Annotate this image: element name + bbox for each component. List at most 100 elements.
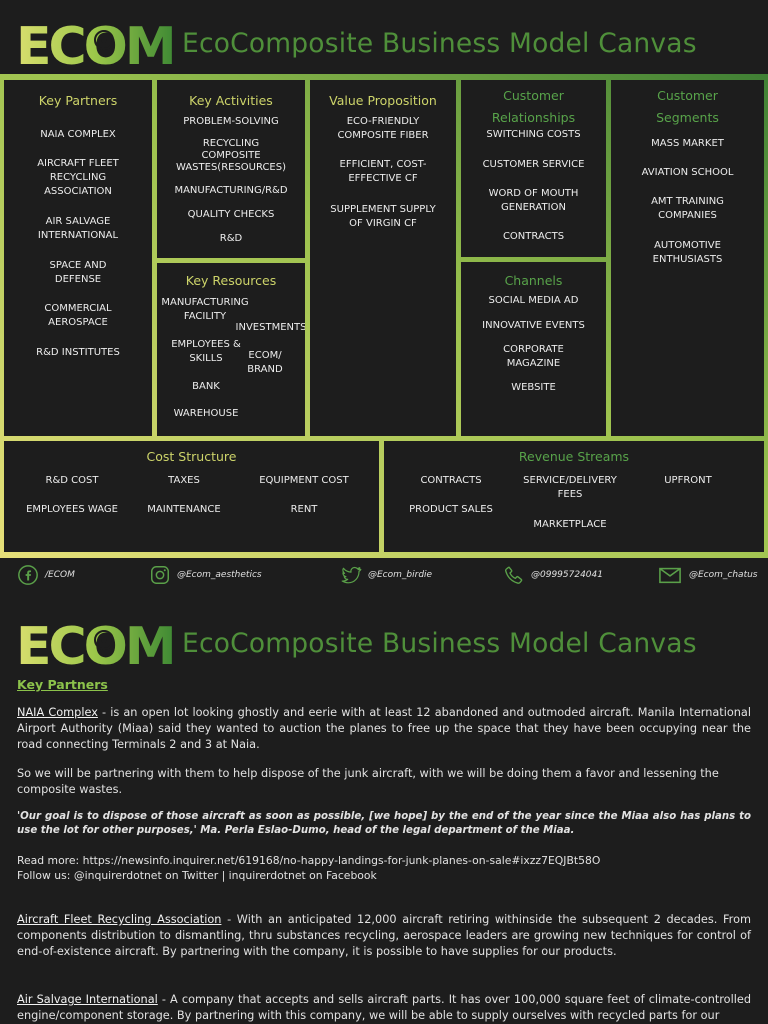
list-item: EMPLOYEES & SKILLS [171,339,241,364]
value-proposition-box: Value Proposition ECO-FRIENDLY COMPOSITE… [310,80,456,436]
list-item: MAINTENANCE [147,504,221,515]
list-item: RECYCLING COMPOSITE WASTES(RESOURCES) [175,138,286,173]
revenue-streams-box: Revenue Streams CONTRACTS SERVICE/DELIVE… [384,441,764,552]
social-handle: /ECOM [45,570,75,580]
list-item: MARKETPLACE [533,519,607,530]
key-resources-box: Key Resources MANUFACTURING FACILITY INV… [157,263,305,436]
list-item: AIRCRAFT FLEET RECYCLING ASSOCIATION [37,158,119,197]
social-bar: /ECOM @Ecom_aesthetics @Ecom_birdie @099… [0,563,768,587]
phone-icon [504,566,523,584]
list-item: CORPORATE MAGAZINE [503,344,564,369]
document-title: EcoComposite Business Model Canvas [182,628,697,659]
customer-segments-title-1: Customer [657,88,718,103]
canvas-header: ECOM EcoComposite Business Model Canvas [0,0,768,72]
mail-icon [659,567,681,584]
list-item: AMT TRAINING COMPANIES [651,196,724,221]
follow-text: Follow us: @inquirerdotnet on Twitter | … [17,869,377,882]
list-item: AUTOMOTIVE ENTHUSIASTS [652,240,723,265]
page-title: EcoComposite Business Model Canvas [182,28,697,59]
list-item: NAIA COMPLEX [40,129,116,140]
read-more-link[interactable]: Read more: https://newsinfo.inquirer.net… [17,854,601,867]
paragraph-air-salvage: Air Salvage International - A company th… [17,992,751,1024]
list-item: CONTRACTS [502,231,565,242]
list-item: SERVICE/DELIVERY FEES [523,475,617,500]
list-item: MASS MARKET [651,138,724,149]
social-instagram[interactable]: @Ecom_aesthetics [149,563,262,587]
customer-segments-box: Customer Segments MASS MARKET AVIATION S… [611,80,764,436]
quote-text: 'Our goal is to dispose of those aircraf… [17,811,751,836]
key-resources-title: Key Resources [185,273,277,288]
section-heading: Key Partners [17,677,108,692]
paragraph-text: So we will be partnering with them to he… [17,767,719,796]
value-proposition-title: Value Proposition [329,93,437,108]
list-item: TAXES [168,475,200,486]
partner-name: Aircraft Fleet Recycling Association [17,913,222,926]
list-item: SWITCHING COSTS [486,129,581,140]
social-twitter[interactable]: @Ecom_birdie [340,563,432,587]
business-model-canvas: Key Partners NAIA COMPLEX AIRCRAFT FLEET… [0,74,768,558]
list-item: RENT [290,504,318,515]
customer-relationships-box: Customer Relationships SWITCHING COSTS C… [461,80,606,257]
list-item: R&D INSTITUTES [36,347,120,358]
customer-relationships-title-1: Customer [503,88,564,103]
list-item: BANK [192,381,220,392]
list-item: INNOVATIVE EVENTS [482,320,585,331]
paragraph-afra: Aircraft Fleet Recycling Association - W… [17,912,751,960]
paragraph-text: - With an anticipated 12,000 aircraft re… [17,913,751,958]
customer-segments-title-2: Segments [656,110,719,125]
paragraph-text: - A company that accepts and sells aircr… [17,993,751,1022]
social-mail[interactable]: @Ecom_chatus [657,563,758,587]
list-item: SUPPLEMENT SUPPLY OF VIRGIN CF [330,204,436,229]
list-item: WAREHOUSE [173,408,239,419]
list-item: EQUIPMENT COST [259,475,349,486]
key-partners-title: Key Partners [38,93,118,108]
instagram-icon [151,566,169,584]
facebook-icon [18,565,38,585]
list-item: ECOM/ BRAND [247,350,283,375]
social-handle: @Ecom_chatus [689,570,758,580]
list-item: PROBLEM-SOLVING [183,116,279,127]
list-item: SOCIAL MEDIA AD [488,295,579,306]
key-activities-box: Key Activities PROBLEM-SOLVING RECYCLING… [157,80,305,258]
document-header: ECOM EcoComposite Business Model Canvas [0,600,768,672]
list-item: AVIATION SCHOOL [641,167,734,178]
partner-name: NAIA Complex [17,706,98,719]
cost-structure-title: Cost Structure [146,449,237,464]
customer-relationships-title-2: Relationships [491,110,576,125]
social-phone[interactable]: @09995724041 [503,563,603,587]
list-item: CUSTOMER SERVICE [482,159,585,170]
social-handle: @09995724041 [531,570,603,580]
social-handle: @Ecom_birdie [368,570,433,580]
list-item: EMPLOYEES WAGE [26,504,118,515]
list-item: QUALITY CHECKS [187,209,275,220]
list-item: ECO-FRIENDLY COMPOSITE FIBER [337,116,429,141]
list-item: WORD OF MOUTH GENERATION [488,188,579,213]
ecom-logo-icon: ECOM [16,17,177,68]
list-item: COMMERCIAL AEROSPACE [44,303,112,328]
list-item: PRODUCT SALES [409,504,493,515]
channels-box: Channels SOCIAL MEDIA AD INNOVATIVE EVEN… [461,262,606,436]
list-item: MANUFACTURING/R&D [174,185,288,196]
revenue-streams-title: Revenue Streams [518,449,630,464]
paragraph-naia: NAIA Complex - is an open lot looking gh… [17,705,751,753]
list-item: R&D COST [45,475,99,486]
key-partners-box: Key Partners NAIA COMPLEX AIRCRAFT FLEET… [4,80,152,436]
twitter-icon [341,566,362,584]
key-activities-title: Key Activities [189,93,273,108]
ecom-logo-icon: ECOM [16,617,177,668]
list-item: EFFICIENT, COST- EFFECTIVE CF [339,159,427,184]
list-item: CONTRACTS [420,475,482,486]
list-item: SPACE AND DEFENSE [49,260,107,285]
list-item: MANUFACTURING FACILITY [161,297,249,322]
social-handle: @Ecom_aesthetics [177,570,262,580]
list-item: R&D [219,233,243,244]
cost-structure-box: Cost Structure R&D COST TAXES EQUIPMENT … [4,441,379,552]
channels-title: Channels [504,273,563,288]
list-item: UPFRONT [664,475,712,486]
social-facebook[interactable]: /ECOM [17,563,75,587]
partner-name: Air Salvage International [17,993,158,1006]
list-item: AIR SALVAGE INTERNATIONAL [37,216,119,241]
list-item: INVESTMENTS [235,322,305,333]
paragraph-text: - is an open lot looking ghostly and eer… [17,706,751,751]
list-item: WEBSITE [511,382,556,393]
